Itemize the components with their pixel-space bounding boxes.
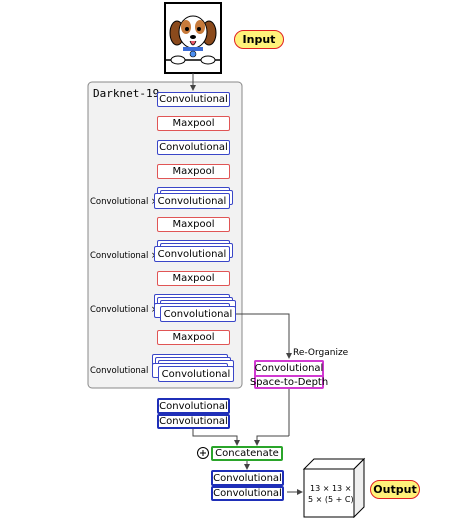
output-shape-line2: 5 × (5 + C) xyxy=(308,495,354,504)
conv-layer-3: Convolutional xyxy=(154,193,230,209)
conv-layer-4: Convolutional xyxy=(154,246,230,262)
output-label: Output xyxy=(370,480,420,499)
repeat-label-x3-a: Convolutional × 3 xyxy=(90,197,167,207)
maxpool-layer-1: Maxpool xyxy=(157,116,230,131)
reorg-conv-layer: Convolutional xyxy=(254,360,324,375)
maxpool-layer-2: Maxpool xyxy=(157,164,230,179)
dog-image xyxy=(164,2,222,74)
conv-layer-1: Convolutional xyxy=(157,92,230,107)
darknet-title: Darknet-19 xyxy=(93,87,160,100)
output-shape-line1: 13 × 13 × xyxy=(310,484,352,493)
repeat-label-x3-b: Convolutional × 3 xyxy=(90,251,167,261)
conv-layer-2: Convolutional xyxy=(157,140,230,155)
input-label: Input xyxy=(234,30,284,49)
conv-layer-8: Convolutional xyxy=(157,414,230,429)
space-to-depth-layer: Space-to-Depth xyxy=(249,375,329,389)
conv-layer-9: Convolutional xyxy=(211,470,284,486)
conv-layer-6: Convolutional xyxy=(158,366,234,382)
conv-layer-7: Convolutional xyxy=(157,398,230,414)
concatenate-layer: Concatenate xyxy=(211,446,283,461)
conv-layer-5: Convolutional xyxy=(160,306,236,322)
repeat-label-x5-a: Convolutional × 5 xyxy=(90,305,167,315)
maxpool-layer-4: Maxpool xyxy=(157,271,230,286)
plus-circle-icon xyxy=(197,447,209,459)
cube-icon xyxy=(302,457,366,518)
maxpool-layer-5: Maxpool xyxy=(157,330,230,345)
repeat-label-x5-b: Convolutional × 5 xyxy=(90,366,167,376)
conv-layer-10: Convolutional xyxy=(211,486,284,501)
maxpool-layer-3: Maxpool xyxy=(157,217,230,232)
reorganize-title: Re-Organize xyxy=(293,348,349,358)
